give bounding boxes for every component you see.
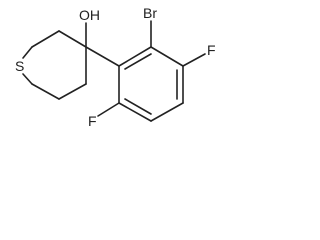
bond-c3-c2 [31, 30, 60, 48]
bond-layer [22, 20, 206, 122]
bond-ar6-f [97, 102, 120, 117]
atom-labels: S OH Br F F [15, 5, 216, 129]
bond-ar5-ar6 [118, 102, 152, 122]
bond-ar4-ar5 [150, 102, 184, 122]
bond-ar5-ar6-inner [124, 98, 152, 115]
atom-label-f-bottom: F [88, 113, 97, 129]
molecule-diagram: S OH Br F F [15, 5, 216, 129]
bond-ar1-ar2-inner [124, 53, 152, 70]
atom-label-s: S [15, 58, 24, 74]
bond-ar2-ar3 [150, 46, 184, 67]
atom-label-f-top: F [207, 42, 216, 58]
bond-c5-c4 [58, 83, 87, 100]
bond-c4-aryl [85, 46, 120, 67]
bond-ar3-f [182, 53, 206, 67]
atom-label-br: Br [143, 5, 157, 21]
bond-ar1-ar2 [118, 46, 152, 67]
bond-s-c6 [22, 73, 33, 85]
bond-c4-c3 [58, 30, 87, 48]
bond-c6-c5 [31, 83, 60, 100]
atom-label-oh: OH [79, 7, 100, 23]
bond-c2-s [22, 46, 33, 59]
